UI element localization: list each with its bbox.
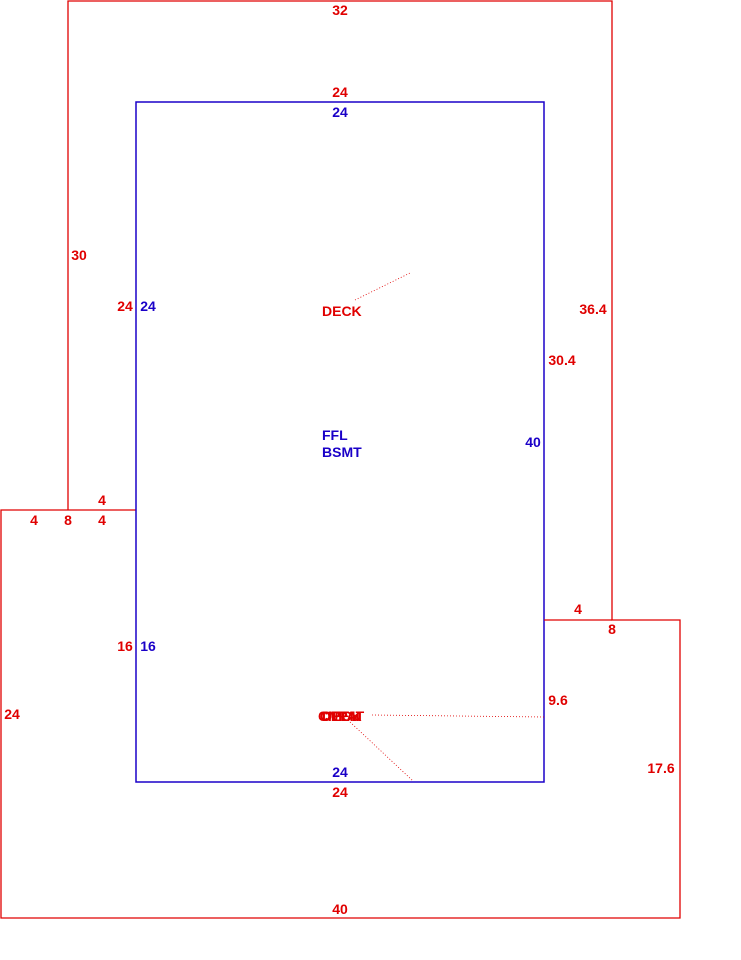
inner-dim-left-upper: 24 <box>140 298 156 314</box>
outer-dim-inner-left-lower: 16 <box>117 638 133 654</box>
bsmt-label: BSMT <box>322 444 362 460</box>
outer-dim-right-upper: 36.4 <box>579 301 606 317</box>
inner-dim-left-lower: 16 <box>140 638 156 654</box>
outer-dim-step-upper: 4 <box>98 492 106 508</box>
overlap-label-2: OPEN <box>320 708 360 724</box>
inner-dim-top: 24 <box>332 104 348 120</box>
outer-dim-right-step-bottom: 8 <box>608 621 616 637</box>
outer-dim-inner-right-upper: 30.4 <box>548 352 575 368</box>
outer-dim-left-upper: 30 <box>71 247 87 263</box>
deck-label: DECK <box>322 303 362 319</box>
outer-dim-right-lower: 17.6 <box>647 760 674 776</box>
outer-dim-step-right: 4 <box>98 512 106 528</box>
outer-perimeter <box>0 0 681 919</box>
outer-dim-right-step-top: 4 <box>574 601 582 617</box>
overlap-leader-line-2 <box>349 721 414 782</box>
inner-dim-right: 40 <box>525 434 541 450</box>
outer-dim-bottom: 40 <box>332 901 348 917</box>
outer-dim-step-mid: 8 <box>64 512 72 528</box>
outer-dim-left-lower: 24 <box>4 706 20 722</box>
ffl-label: FFL <box>322 427 348 443</box>
outer-dim-top: 32 <box>332 2 348 18</box>
overlap-leader-line-1 <box>371 714 545 718</box>
outer-dim-inner-right-lower: 9.6 <box>548 692 568 708</box>
inner-dim-bottom: 24 <box>332 764 348 780</box>
overlap-label-1: CNPAT <box>318 708 365 724</box>
overlap-label-3: DECK <box>322 708 362 724</box>
outer-dim-inner-left-upper: 24 <box>117 298 133 314</box>
outer-dim-inner-bottom: 24 <box>332 784 348 800</box>
outer-dim-step-left: 4 <box>30 512 38 528</box>
deck-leader-line <box>354 272 411 301</box>
inner-perimeter <box>135 101 545 783</box>
outer-dim-inner-top: 24 <box>332 84 348 100</box>
